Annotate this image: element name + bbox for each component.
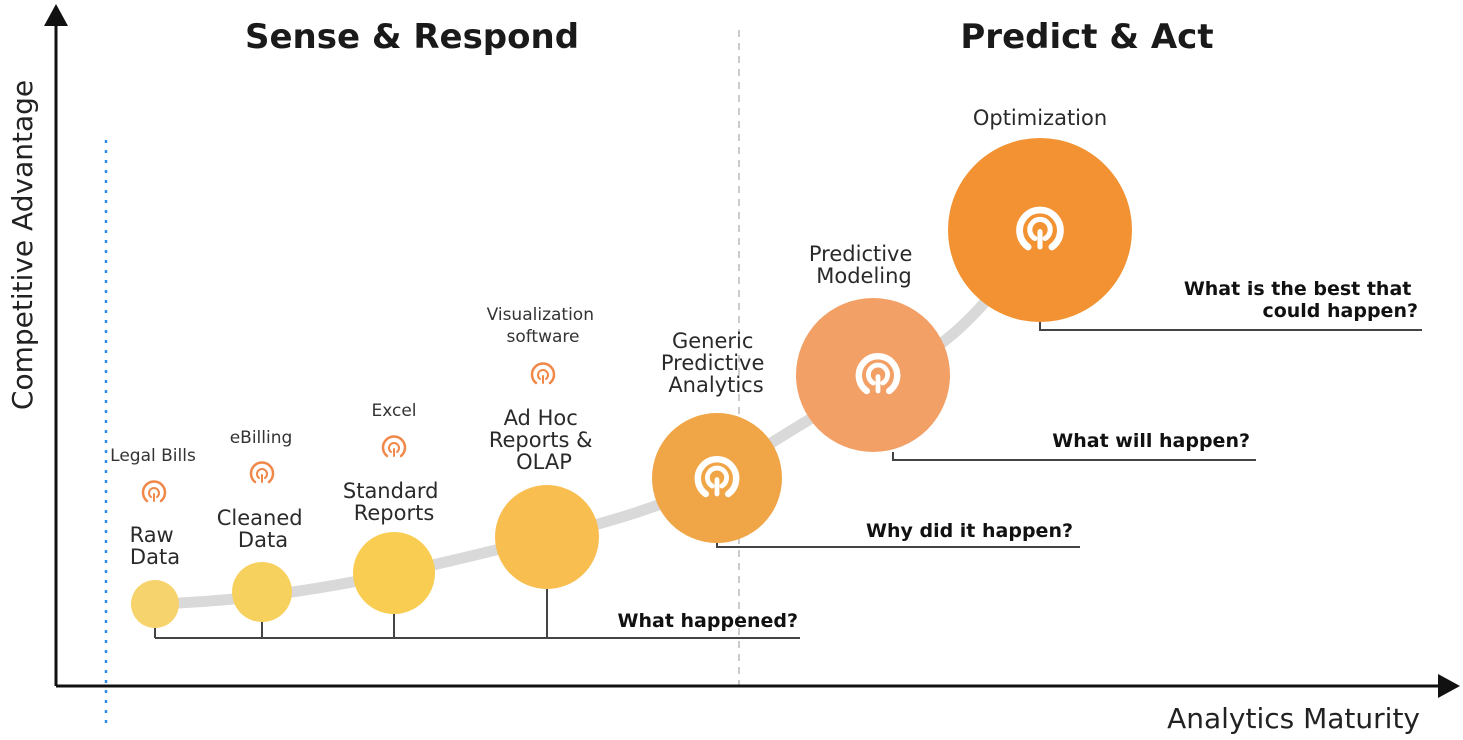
stage-circles (131, 138, 1132, 628)
radar-icon-excel (381, 435, 407, 458)
standard-reports-circle (353, 532, 435, 614)
radar-icon (1016, 206, 1064, 251)
bracket-will (892, 452, 1256, 461)
section-title-sense-respond: Sense & Respond (245, 17, 579, 57)
question-best-that-could-happen: What is the best that could happen? (1184, 278, 1418, 322)
radar-icon-visualization (530, 362, 556, 385)
bracket-best (1039, 320, 1422, 331)
tool-label-excel: Excel (371, 401, 416, 421)
cleaned-data-circle (232, 562, 292, 622)
tool-label-ebilling: eBilling (230, 428, 293, 448)
question-why-did-it-happen: Why did it happen? (866, 520, 1073, 542)
stage-label-ad-hoc: Ad Hoc Reports & OLAP (489, 406, 599, 474)
stage-label-raw-data: Raw Data (130, 523, 181, 569)
radar-icon (855, 353, 901, 395)
stage-label-cleaned-data: Cleaned Data (217, 506, 310, 552)
section-title-predict-act: Predict & Act (960, 17, 1213, 57)
x-axis-label: Analytics Maturity (1167, 702, 1420, 735)
raw-data-circle (131, 580, 179, 628)
y-axis-arrow (44, 4, 68, 26)
stage-label-predictive-modeling: Predictive Modeling (809, 242, 919, 288)
stage-label-generic-predictive: Generic Predictive Analytics (661, 329, 771, 397)
radar-icon (694, 456, 740, 498)
radar-icon-legal-bills (141, 480, 167, 503)
predictive-modeling-circle (796, 298, 950, 452)
y-axis-label: Competitive Advantage (6, 80, 39, 410)
stage-label-standard-reports: Standard Reports (343, 479, 445, 525)
radar-icon-ebilling (249, 461, 275, 484)
question-what-will-happen: What will happen? (1052, 430, 1250, 452)
connector-lines (154, 320, 1422, 639)
question-what-happened: What happened? (618, 610, 798, 632)
ad-hoc-reports-circle (495, 485, 599, 589)
x-axis-arrow (1438, 674, 1460, 698)
bracket-why (716, 542, 1080, 548)
tool-label-visualization: Visualization software (487, 305, 600, 347)
tool-label-legal-bills: Legal Bills (110, 446, 196, 466)
stage-label-optimization: Optimization (973, 106, 1107, 130)
